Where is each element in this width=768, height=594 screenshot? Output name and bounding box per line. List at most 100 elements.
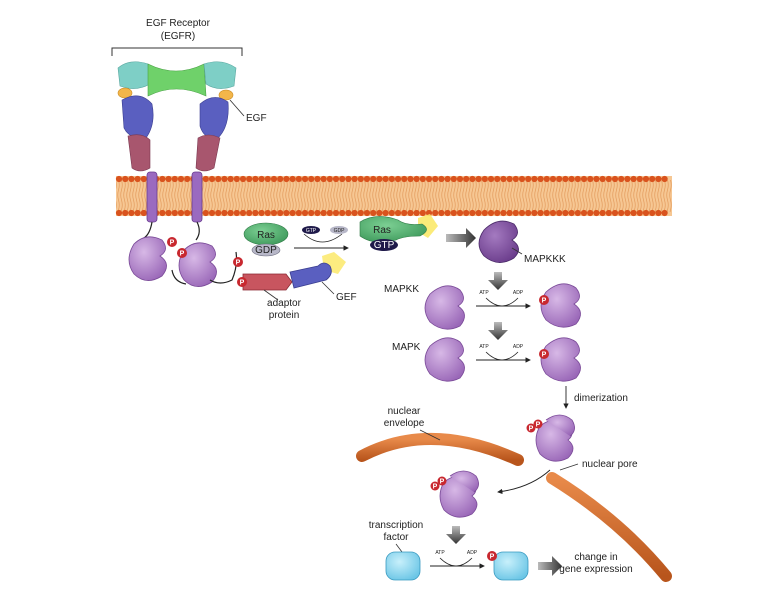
tf-phospho-badge xyxy=(487,551,497,561)
lipid-head xyxy=(438,175,445,183)
receptor-left-transmembrane xyxy=(146,171,158,223)
lipid-head xyxy=(450,209,457,217)
lipid-head xyxy=(463,209,470,217)
nuclear-envelope-right xyxy=(546,472,672,582)
nuclear-envelope-label-line2: envelope xyxy=(384,418,425,429)
lipid-head xyxy=(184,175,191,183)
dimer-phospho-badge-1 xyxy=(526,423,536,433)
lipid-head xyxy=(295,175,302,183)
mapkk-label: MAPKK xyxy=(384,284,419,295)
lipid-head xyxy=(264,209,271,217)
lipid-head xyxy=(475,209,482,217)
svg-text:P: P xyxy=(236,260,241,267)
lipid-head xyxy=(636,175,643,183)
transcription-factor-label-line2: factor xyxy=(383,532,409,543)
lipid-head xyxy=(543,175,550,183)
transcription-factor-phosphorylated: P xyxy=(487,551,529,581)
lipid-head xyxy=(611,175,619,183)
lipid-head xyxy=(115,209,123,217)
lipid-head xyxy=(382,209,389,217)
svg-text:P: P xyxy=(536,422,541,429)
lipid-head xyxy=(326,175,333,183)
adaptor-protein: P xyxy=(237,273,293,291)
lipid-head xyxy=(407,209,414,217)
lipid-head xyxy=(370,209,377,217)
lipid-head xyxy=(469,209,476,217)
lipid-head xyxy=(363,175,371,183)
lipid-head xyxy=(599,175,606,183)
lipid-head xyxy=(481,175,488,183)
lipid-head xyxy=(122,175,129,183)
receptor-left-mauve-domain xyxy=(127,134,151,172)
lipid-head xyxy=(425,175,433,183)
egfr-bracket xyxy=(111,47,243,56)
lipid-head xyxy=(320,175,327,183)
lipid-head xyxy=(252,209,259,217)
lipid-head xyxy=(401,209,408,217)
ras-active xyxy=(359,216,427,243)
lipid-head xyxy=(159,175,166,183)
phospho-badge-3: P xyxy=(233,257,243,267)
lipid-head xyxy=(525,209,532,217)
lipid-head xyxy=(649,209,656,217)
mapkk-adp-label: ADP xyxy=(513,290,524,296)
lipid-head xyxy=(568,175,575,183)
lipid-head xyxy=(283,175,290,183)
lipid-head xyxy=(208,209,216,217)
gdp-out-label: GDP xyxy=(334,228,346,234)
lipid-head xyxy=(568,209,575,217)
lipid-head xyxy=(611,209,619,217)
mapkk-phosphorylated: P xyxy=(539,283,581,328)
lipid-head xyxy=(128,209,135,217)
lipid-head xyxy=(518,209,526,217)
lipid-head xyxy=(630,209,637,217)
transcription-factor-label-line1: transcription xyxy=(369,520,423,531)
svg-text:P: P xyxy=(542,298,547,305)
exchange-curve xyxy=(303,233,343,243)
lipid-head xyxy=(239,175,247,183)
lipid-head xyxy=(208,175,216,183)
adaptor-label-line1: adaptor xyxy=(267,298,302,309)
lipid-head xyxy=(184,209,191,217)
lipid-head xyxy=(345,175,352,183)
receptor-right-blue-domain xyxy=(199,97,229,139)
lipid-head xyxy=(165,209,172,217)
lipid-head xyxy=(314,175,321,183)
lipid-head xyxy=(394,209,402,217)
receptor-left-linker xyxy=(143,221,153,239)
lipid-head xyxy=(605,175,612,183)
mapkk-down-arrow xyxy=(488,322,508,340)
lipid-head xyxy=(580,209,588,217)
lipid-head xyxy=(301,209,309,217)
receptor-dimer-interface xyxy=(147,63,207,97)
lipid-head xyxy=(326,209,333,217)
mapkk-atp-curve xyxy=(485,297,519,307)
lipid-head xyxy=(134,175,141,183)
nuclear-down-arrow xyxy=(446,526,466,544)
lipid-head xyxy=(661,209,668,217)
lipid-head xyxy=(289,175,296,183)
lipid-head xyxy=(537,175,544,183)
lipid-head xyxy=(258,209,265,217)
lipid-head xyxy=(618,175,625,183)
lipid-head xyxy=(295,209,302,217)
lipid-head xyxy=(363,209,371,217)
lipid-head xyxy=(122,209,129,217)
egf-leader-line xyxy=(229,99,245,117)
gef-label: GEF xyxy=(336,292,357,303)
dimer-phospho-badge-2 xyxy=(533,419,543,429)
lipid-head xyxy=(419,209,426,217)
gtp-bound xyxy=(370,239,398,251)
mapk-phosphorylated: P xyxy=(539,337,581,382)
egf-ligand-right xyxy=(218,89,234,101)
egf-label: EGF xyxy=(246,113,267,124)
lipid-head xyxy=(171,209,178,217)
lipid-head xyxy=(506,175,513,183)
lipid-head xyxy=(487,175,495,183)
change-in-gene-expression-line2: gene expression xyxy=(559,564,632,575)
lipid-head xyxy=(593,209,600,217)
lipid-head xyxy=(463,175,470,183)
lipid-head xyxy=(357,209,364,217)
mapk-atp-curve xyxy=(485,351,519,361)
